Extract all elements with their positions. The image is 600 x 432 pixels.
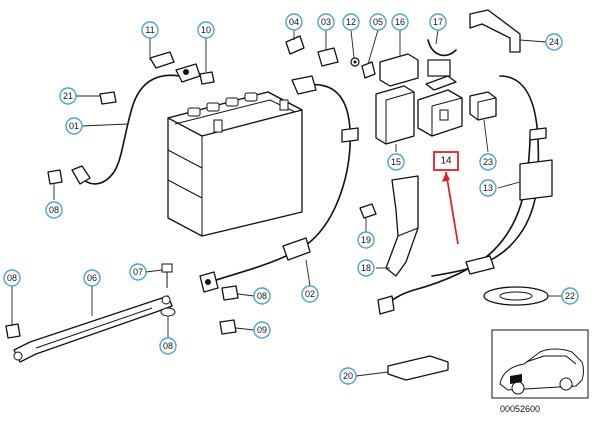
hardware	[5, 71, 239, 339]
callout-12[interactable]: 12	[342, 13, 360, 31]
svg-text:08: 08	[49, 205, 59, 215]
callout-08-c[interactable]: 08	[3, 269, 21, 287]
svg-text:08: 08	[257, 291, 267, 301]
svg-text:02: 02	[305, 289, 315, 299]
cable-02	[199, 75, 359, 293]
car-locator-inset	[491, 329, 589, 399]
callout-09[interactable]: 09	[253, 321, 271, 339]
callout-24[interactable]: 24	[545, 33, 563, 51]
svg-text:18: 18	[361, 263, 371, 273]
svg-text:09: 09	[257, 325, 267, 335]
callout-04[interactable]: 04	[285, 13, 303, 31]
svg-text:08: 08	[7, 273, 17, 283]
svg-text:10: 10	[201, 25, 211, 35]
svg-text:13: 13	[483, 183, 493, 193]
callout-01[interactable]: 01	[65, 117, 83, 135]
callout-20[interactable]: 20	[339, 367, 357, 385]
callout-05[interactable]: 05	[369, 13, 387, 31]
part-20	[387, 355, 449, 381]
svg-text:20: 20	[343, 371, 353, 381]
callout-02[interactable]: 02	[301, 285, 319, 303]
part-23	[469, 91, 497, 121]
callout-14-highlight[interactable]: 14	[433, 151, 459, 171]
svg-text:19: 19	[361, 235, 371, 245]
callout-15[interactable]: 15	[387, 153, 405, 171]
svg-text:01: 01	[69, 121, 79, 131]
callout-13[interactable]: 13	[479, 179, 497, 197]
callout-07[interactable]: 07	[129, 263, 147, 281]
callout-23[interactable]: 23	[479, 153, 497, 171]
callout-18[interactable]: 18	[357, 259, 375, 277]
svg-text:11: 11	[145, 25, 154, 35]
callout-11[interactable]: 11	[141, 21, 159, 39]
battery	[167, 91, 303, 237]
parts-19-18	[359, 175, 419, 277]
callout-08-b[interactable]: 08	[253, 287, 271, 305]
svg-text:06: 06	[87, 273, 97, 283]
callout-21[interactable]: 21	[59, 87, 77, 105]
callout-03[interactable]: 03	[317, 13, 335, 31]
callout-19[interactable]: 19	[357, 231, 375, 249]
svg-text:04: 04	[289, 17, 299, 27]
svg-text:03: 03	[321, 17, 331, 27]
svg-text:21: 21	[63, 91, 73, 101]
junction-16-15	[375, 53, 419, 145]
leader-lines	[11, 29, 562, 377]
svg-text:08: 08	[163, 341, 173, 351]
svg-text:12: 12	[346, 17, 356, 27]
svg-text:22: 22	[565, 291, 575, 301]
svg-text:16: 16	[395, 17, 405, 27]
svg-text:17: 17	[433, 17, 443, 27]
ground-strap-06	[13, 295, 173, 363]
washer-22	[483, 286, 549, 306]
cable-01	[71, 51, 201, 185]
terminal-parts	[285, 35, 376, 79]
svg-text:07: 07	[133, 267, 143, 277]
svg-text:14: 14	[440, 156, 452, 167]
svg-text:23: 23	[483, 157, 493, 167]
callout-16[interactable]: 16	[391, 13, 409, 31]
cable-13	[377, 75, 553, 315]
callout-22[interactable]: 22	[561, 287, 579, 305]
callout-08-a[interactable]: 08	[45, 201, 63, 219]
callout-06[interactable]: 06	[83, 269, 101, 287]
svg-text:15: 15	[391, 157, 401, 167]
svg-text:05: 05	[373, 17, 383, 27]
svg-text:24: 24	[549, 37, 559, 47]
drawing-number: 00052600	[500, 404, 540, 414]
callout-10[interactable]: 10	[197, 21, 215, 39]
callout-08-d[interactable]: 08	[159, 337, 177, 355]
callout-17[interactable]: 17	[429, 13, 447, 31]
fuse-holder-14	[417, 59, 463, 137]
bracket-17-24	[427, 9, 521, 57]
